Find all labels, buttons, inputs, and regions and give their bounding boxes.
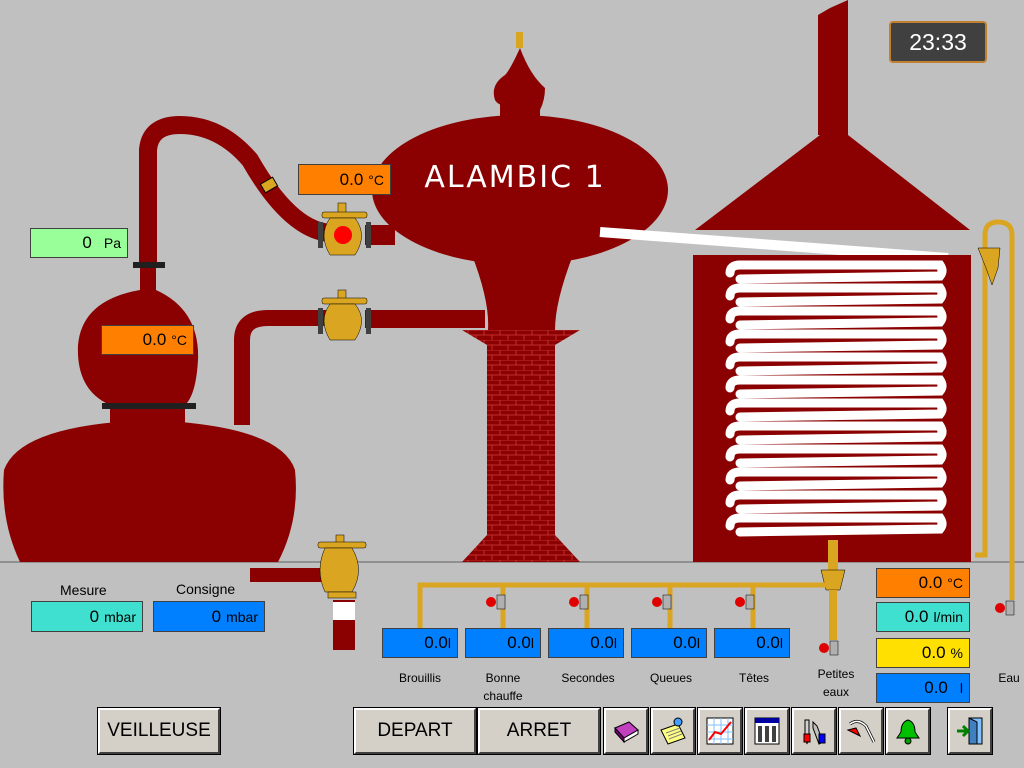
probe-icon-button[interactable] — [839, 708, 883, 754]
fraction-valves — [486, 594, 1015, 656]
fraction-label-brouillis: Brouillis — [398, 671, 441, 685]
fraction-label-secondes: Secondes — [561, 671, 615, 685]
small-valve — [569, 594, 589, 610]
chart-icon — [706, 717, 734, 745]
still-title: ALAMBIC 1 — [424, 160, 606, 195]
petites-eaux-label: Petites eaux — [817, 667, 855, 699]
side-pipe — [234, 310, 330, 425]
mesure-label: Mesure — [60, 582, 107, 598]
fraction-label-queues: Queues — [649, 671, 693, 685]
notepad-icon-button[interactable] — [651, 708, 695, 754]
depart-button[interactable]: DEPART — [354, 708, 476, 754]
arret-button[interactable]: ARRET — [478, 708, 600, 754]
book-icon-button[interactable] — [604, 708, 648, 754]
drain-valve — [317, 534, 367, 599]
chapiteau — [372, 115, 668, 265]
eau-label: Eau — [998, 671, 1020, 685]
condenser-roof — [695, 135, 970, 230]
exit-icon — [957, 717, 983, 745]
small-valve — [652, 594, 672, 610]
tools-icon-button[interactable] — [792, 708, 836, 754]
veilleuse-button[interactable]: VEILLEUSE — [98, 708, 220, 754]
book-icon — [614, 721, 639, 744]
small-valve — [486, 594, 506, 610]
swan-neck-pipe — [139, 115, 332, 265]
table-icon-button[interactable] — [745, 708, 789, 754]
coil-path — [725, 260, 947, 537]
clock: 23:33 — [889, 21, 987, 63]
small-valve — [735, 594, 755, 610]
tools-icon — [803, 719, 826, 745]
fraction-label-tetes: Têtes — [738, 671, 769, 685]
head-temp-readout: 0.0°C — [298, 164, 391, 195]
condenser-coil — [725, 260, 947, 537]
notepad-icon — [660, 717, 686, 745]
bell-icon-button[interactable] — [886, 708, 930, 754]
fraction-label-bonne-chauffe: Bonne chauffe — [483, 671, 523, 703]
probe-icon — [846, 719, 876, 743]
alcohol-percent-readout: 0.0% — [876, 638, 970, 668]
consigne-label: Consigne — [176, 581, 236, 597]
bell-icon — [896, 719, 920, 745]
boiler — [3, 420, 296, 562]
table-icon — [754, 717, 780, 745]
chart-icon-button[interactable] — [698, 708, 742, 754]
head-valve — [318, 202, 371, 256]
small-valve — [819, 640, 839, 656]
water-temp-readout: 0.0°C — [876, 568, 970, 598]
column-temp-readout: 0.0°C — [101, 325, 194, 355]
side-valve — [318, 289, 371, 341]
small-valve — [995, 600, 1015, 616]
exit-icon-button[interactable] — [948, 708, 992, 754]
